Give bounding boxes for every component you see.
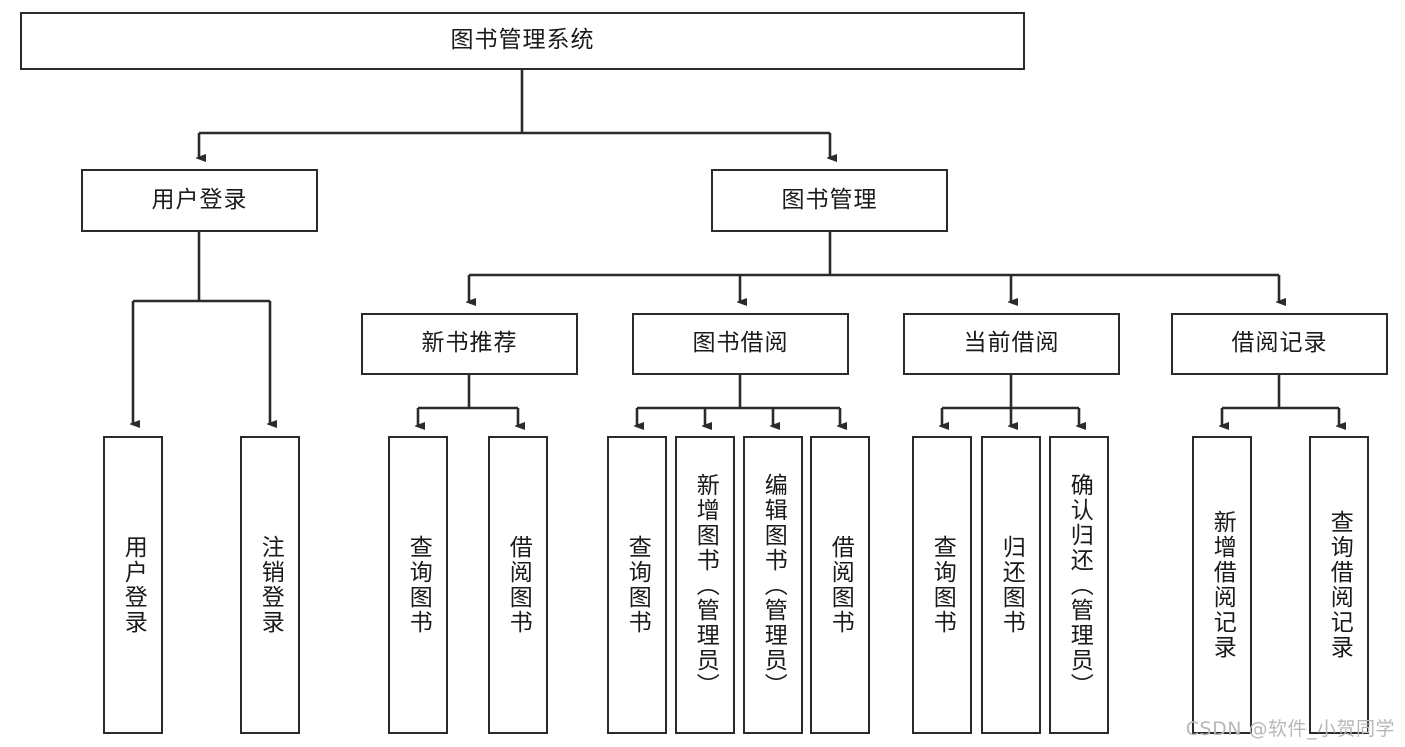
leaf-book-borrow-edit[interactable]: 编辑图书（管理员） bbox=[743, 436, 803, 734]
leaf-user-login-logout[interactable]: 注销登录 bbox=[240, 436, 300, 734]
csdn-watermark: CSDN @软件_小贺同学 bbox=[1185, 718, 1395, 740]
leaf-borrow-record-query[interactable]: 查询借阅记录 bbox=[1309, 436, 1369, 734]
leaf-label: 用户登录 bbox=[120, 535, 147, 635]
leaf-current-borrow-confirm-return[interactable]: 确认归还（管理员） bbox=[1049, 436, 1109, 734]
leaf-book-borrow-query[interactable]: 查询图书 bbox=[607, 436, 667, 734]
leaf-new-book-borrow[interactable]: 借阅图书 bbox=[488, 436, 548, 734]
leaf-current-borrow-query[interactable]: 查询图书 bbox=[912, 436, 972, 734]
leaf-borrow-record-add[interactable]: 新增借阅记录 bbox=[1192, 436, 1252, 734]
leaf-book-borrow-borrow[interactable]: 借阅图书 bbox=[810, 436, 870, 734]
leaf-label: 查询图书 bbox=[405, 535, 432, 635]
leaf-label: 查询图书 bbox=[929, 535, 956, 635]
leaf-label: 确认归还（管理员） bbox=[1066, 472, 1093, 698]
leaf-new-book-query[interactable]: 查询图书 bbox=[388, 436, 448, 734]
leaf-user-login-login[interactable]: 用户登录 bbox=[103, 436, 163, 734]
leaf-label: 编辑图书（管理员） bbox=[760, 472, 787, 698]
leaf-book-borrow-add[interactable]: 新增图书（管理员） bbox=[675, 436, 735, 734]
leaf-label: 查询图书 bbox=[624, 535, 651, 635]
node-user-login[interactable]: 用户登录 bbox=[81, 169, 318, 232]
node-book-management[interactable]: 图书管理 bbox=[711, 169, 948, 232]
leaf-current-borrow-return[interactable]: 归还图书 bbox=[981, 436, 1041, 734]
node-root-system[interactable]: 图书管理系统 bbox=[20, 12, 1025, 70]
node-borrow-record[interactable]: 借阅记录 bbox=[1171, 313, 1388, 375]
leaf-label: 新增图书（管理员） bbox=[692, 472, 719, 698]
leaf-label: 查询借阅记录 bbox=[1326, 510, 1353, 660]
node-current-borrow[interactable]: 当前借阅 bbox=[903, 313, 1120, 375]
leaf-label: 新增借阅记录 bbox=[1209, 510, 1236, 660]
leaf-label: 归还图书 bbox=[998, 535, 1025, 635]
node-new-book-recommend[interactable]: 新书推荐 bbox=[361, 313, 578, 375]
node-book-borrow[interactable]: 图书借阅 bbox=[632, 313, 849, 375]
leaf-label: 借阅图书 bbox=[827, 535, 854, 635]
leaf-label: 注销登录 bbox=[257, 535, 284, 635]
leaf-label: 借阅图书 bbox=[505, 535, 532, 635]
